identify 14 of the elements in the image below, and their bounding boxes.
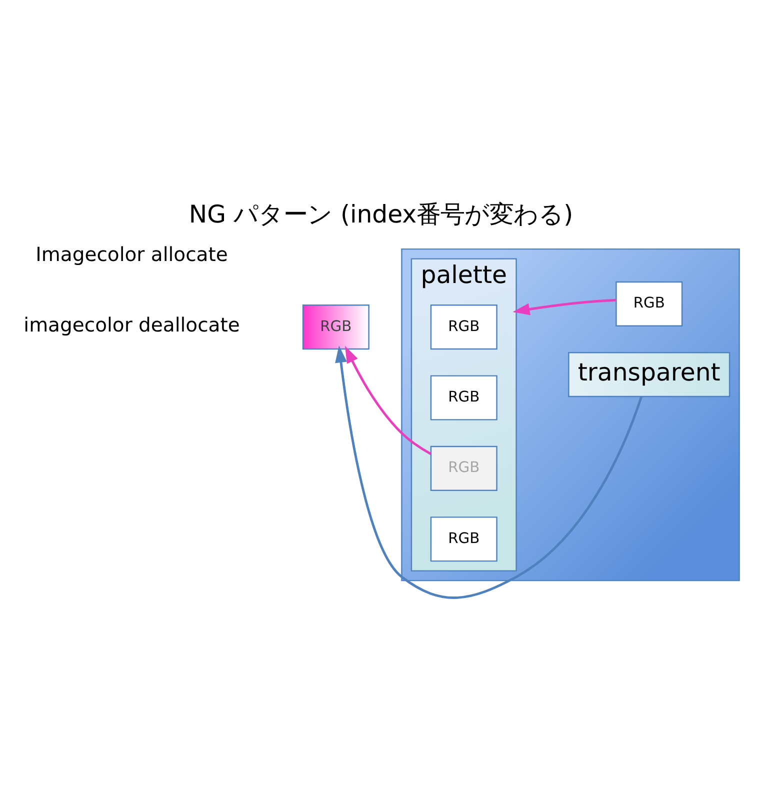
arrow (512, 298, 616, 316)
node-box: RGB (430, 516, 498, 562)
node-box: RGB (302, 304, 370, 350)
arrow (344, 346, 432, 455)
label: Imagecolor allocate (36, 243, 228, 266)
node-box: RGB (430, 446, 498, 491)
node-box: RGB (616, 281, 683, 326)
cluster (401, 248, 740, 582)
node-box: transparent (568, 352, 730, 398)
label: imagecolor deallocate (24, 314, 240, 337)
node-box: RGB (430, 304, 498, 350)
diagram-title: NG パターン (index番号が変わる) (188, 199, 574, 228)
node-box: RGB (430, 375, 498, 420)
arrow (335, 345, 643, 599)
